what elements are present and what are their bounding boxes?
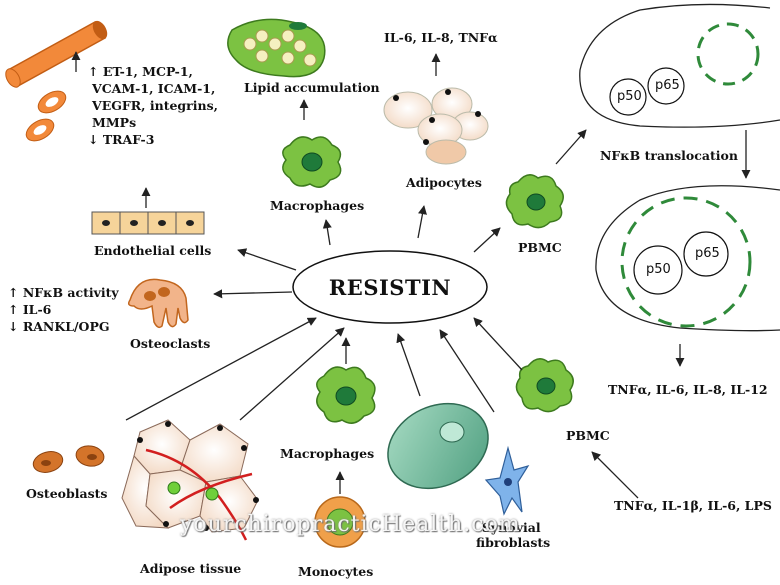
watermark: yourchiropracticHealth.com — [180, 512, 521, 537]
macrophages-bottom-label: Macrophages — [280, 446, 375, 461]
endothelial-effects-line-4: MMPs — [92, 115, 137, 130]
endothelial-effects-line-2: VCAM-1, ICAM-1, — [92, 81, 216, 96]
chondrocyte-icon — [387, 402, 489, 490]
macrophages-top-label: Macrophages — [270, 198, 365, 213]
p50-label-lower: p50 — [646, 262, 671, 277]
pbmc-top-icon — [505, 174, 564, 229]
nfkb-cell-lower — [595, 185, 780, 332]
lipid-macrophage-icon — [227, 18, 326, 78]
endothelial-effects-line-5: ↓ TRAF-3 — [88, 132, 155, 147]
resistin-label: RESISTIN — [328, 274, 452, 300]
pbmc-output-label: TNFα, IL-6, IL-8, IL-12 — [608, 382, 768, 397]
osteoclast-icon — [127, 278, 189, 329]
adipose-tissue-icon — [121, 419, 259, 541]
adipocytes-icon — [383, 87, 489, 165]
resistin-ellipse — [292, 250, 488, 324]
lipid-accumulation-label: Lipid accumulation — [244, 80, 380, 95]
p50-label-upper: p50 — [617, 89, 642, 104]
pbmc-bottom-label: PBMC — [566, 428, 610, 443]
p65-label-upper: p65 — [655, 78, 680, 93]
osteoblasts-icon — [32, 445, 105, 473]
osteoclast-effects-line-2: ↑ IL-6 — [8, 302, 52, 317]
pbmc-bottom-icon — [515, 358, 574, 413]
nfkb-cell-upper — [579, 3, 780, 128]
synovial-fibroblast-icon — [484, 445, 530, 516]
blood-vessels-icon — [5, 20, 108, 142]
p50-node-upper — [609, 78, 647, 116]
monocytes-label: Monocytes — [298, 564, 374, 579]
endothelial-effects-line-3: VEGFR, integrins, — [92, 98, 218, 113]
osteoclast-effects-line-1: ↑ NFκB activity — [8, 285, 119, 300]
synovial-fibroblasts-line-1: Synovial — [482, 520, 541, 535]
p65-node-lower — [683, 231, 729, 277]
monocyte-icon — [314, 496, 366, 548]
p65-label-lower: p65 — [695, 246, 720, 261]
osteoclast-effects-line-3: ↓ RANKL/OPG — [8, 319, 110, 334]
pbmc-input-label: TNFα, IL-1β, IL-6, LPS — [614, 498, 772, 513]
adipocytes-label: Adipocytes — [406, 175, 482, 190]
macrophage-top-icon — [282, 136, 342, 188]
macrophage-bottom-icon — [316, 366, 376, 424]
nfkb-translocation-label: NFκB translocation — [600, 148, 738, 163]
osteoblasts-label: Osteoblasts — [26, 486, 108, 501]
osteoclasts-label: Osteoclasts — [130, 336, 211, 351]
endothelial-effects-line-1: ↑ ET-1, MCP-1, — [88, 64, 193, 79]
endothelial-cells-icon — [91, 211, 205, 235]
il-top-label: IL-6, IL-8, TNFα — [384, 30, 498, 45]
p50-node-lower — [633, 245, 683, 295]
endothelial-cells-label: Endothelial cells — [94, 243, 212, 258]
pbmc-top-label: PBMC — [518, 240, 562, 255]
adipose-tissue-label: Adipose tissue — [140, 561, 242, 576]
p65-node-upper — [647, 67, 685, 105]
synovial-fibroblasts-line-2: fibroblasts — [476, 535, 551, 550]
